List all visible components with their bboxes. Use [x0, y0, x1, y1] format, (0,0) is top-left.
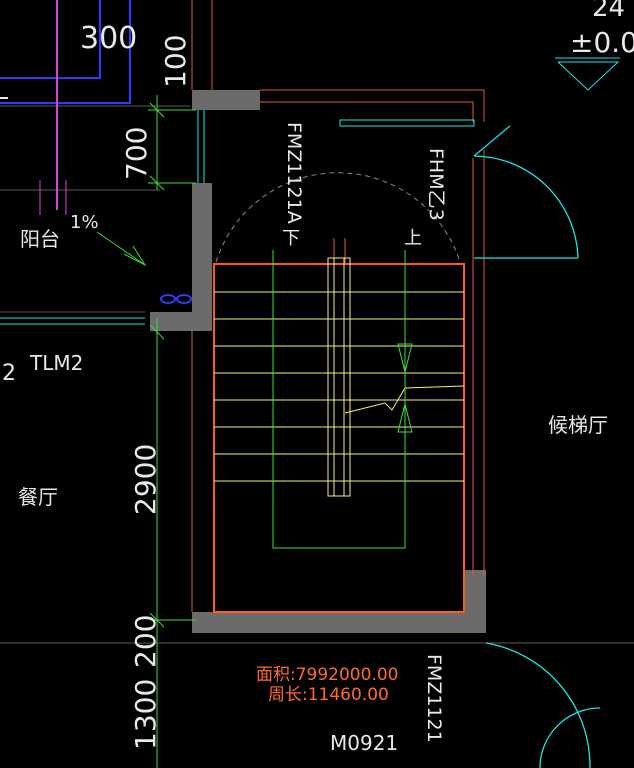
opening-arc: [215, 172, 461, 263]
dim-700: 700: [120, 127, 153, 180]
door-m0921-label: M0921: [330, 731, 398, 755]
stair-down-label: 下: [282, 228, 300, 249]
stair-up-label: 上: [404, 228, 422, 249]
door-swings: [473, 125, 601, 768]
reference-lines: [0, 105, 634, 644]
dim-300: 300: [80, 21, 137, 56]
door-fmz1121a-label: FMZ1121A: [283, 122, 305, 224]
slope-label: 1%: [70, 212, 99, 233]
room-elevator-hall-label: 候梯厅: [548, 413, 608, 437]
neighbor-room-lines: [0, 0, 131, 215]
dim-1300: 1300: [129, 679, 162, 750]
area-readout: 面积:7992000.00: [256, 665, 398, 685]
stair-treads: [214, 257, 465, 497]
stair-boundary: [213, 263, 465, 613]
wall-outlines: [0, 0, 485, 612]
stair-run-lines: [272, 250, 413, 549]
dim-2900: 2900: [129, 444, 162, 515]
dim-100: 100: [159, 35, 192, 88]
perimeter-readout: 周长:11460.00: [268, 685, 389, 705]
room-balcony-label: 阳台: [20, 227, 60, 251]
level-partial-label: 24: [592, 0, 625, 23]
dim-200: 200: [129, 615, 162, 668]
elevation-label: ±0.0: [570, 26, 634, 59]
balcony-door-symbol: [160, 294, 192, 304]
door-tlm2-label: TLM2: [29, 351, 83, 375]
room-dining-label: 餐厅: [18, 485, 58, 509]
dimension-lines: [96, 57, 620, 768]
door-fmz1121-label: FMZ1121: [423, 654, 445, 743]
door-tlm2-partial-label: 2: [2, 361, 16, 386]
walls: [150, 90, 486, 633]
door-fhm23-label: FHM乙3: [425, 148, 447, 221]
